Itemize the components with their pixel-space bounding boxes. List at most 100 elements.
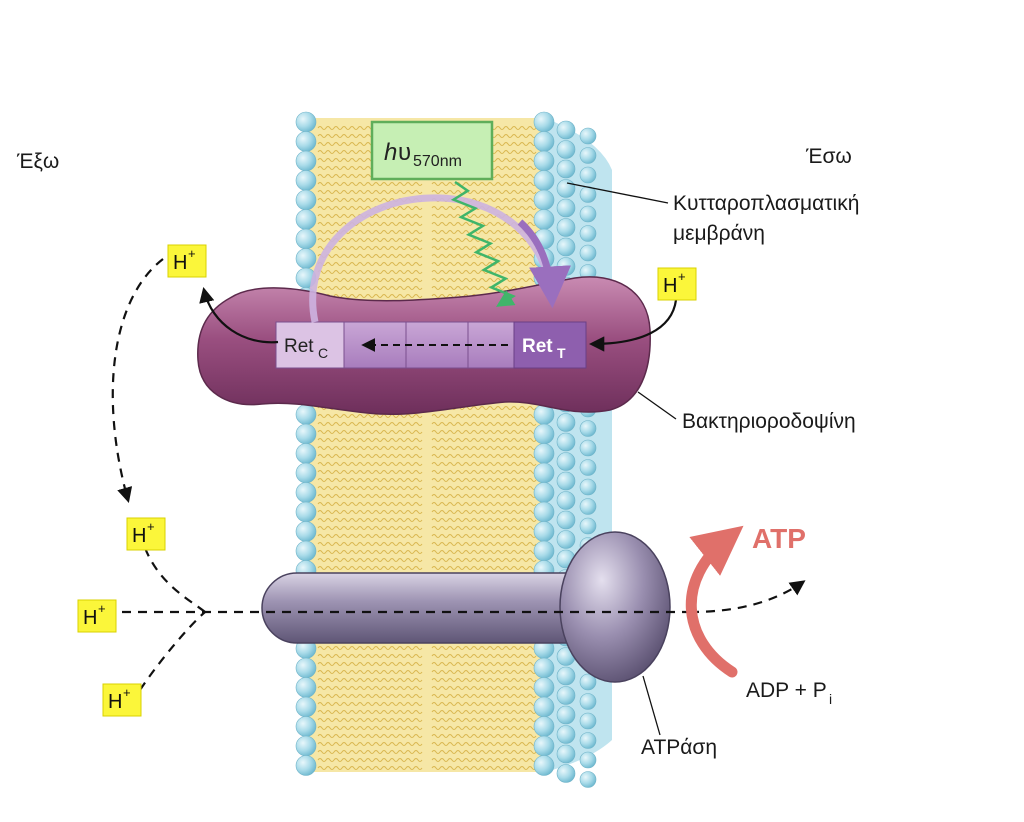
lipid-head bbox=[556, 452, 576, 471]
lipid-head bbox=[533, 677, 555, 698]
lipid-head bbox=[579, 712, 597, 730]
lipid-tail bbox=[317, 206, 423, 210]
proton-charge: + bbox=[147, 519, 155, 534]
lipid-tail bbox=[431, 558, 537, 562]
ret-t-label: Ret bbox=[522, 336, 553, 357]
lipid-tail bbox=[431, 766, 537, 770]
lipid-head bbox=[295, 111, 317, 133]
lipid-tail bbox=[317, 438, 423, 442]
lipid-tail bbox=[431, 214, 537, 218]
lipid-tail bbox=[317, 470, 423, 474]
lipid-head bbox=[556, 159, 576, 179]
proton-boxes: H+H+H+H+H+ bbox=[77, 244, 697, 717]
lipid-tail bbox=[431, 470, 537, 474]
lipid-tail bbox=[431, 502, 537, 506]
lipid-tail bbox=[317, 526, 423, 530]
lipid-tail bbox=[431, 670, 537, 674]
lipid-head bbox=[533, 755, 555, 776]
lipid-head bbox=[533, 716, 555, 737]
lipid-head bbox=[295, 657, 317, 679]
lipid-head bbox=[556, 530, 576, 549]
lipid-tail bbox=[431, 662, 537, 666]
lipid-tail bbox=[317, 262, 423, 266]
lipid-head bbox=[295, 462, 317, 484]
lipid-head bbox=[556, 666, 576, 686]
lipid-tail bbox=[431, 510, 537, 514]
lipid-tail bbox=[317, 246, 423, 250]
light-wavelength: 570nm bbox=[413, 153, 462, 170]
lipid-head bbox=[556, 140, 576, 159]
proton-path-upper bbox=[143, 547, 206, 613]
atpase-label: ΑΤΡάση bbox=[641, 736, 717, 759]
lipid-tail bbox=[431, 270, 537, 274]
lipid-tail bbox=[431, 454, 537, 458]
lipid-tail bbox=[317, 486, 423, 490]
light-box-frame bbox=[370, 120, 494, 181]
lipid-tail bbox=[317, 750, 423, 754]
lipid-head bbox=[556, 471, 576, 491]
lipid-head bbox=[579, 147, 597, 164]
lipid-tail bbox=[431, 702, 537, 706]
lipid-head bbox=[579, 439, 597, 457]
lipid-tail bbox=[431, 526, 537, 530]
lipid-head bbox=[295, 501, 317, 523]
proton-uptake-arrow bbox=[588, 299, 678, 352]
bacteriorhodopsin-label: Βακτηριοροδοψίνη bbox=[682, 410, 856, 433]
atpase-leader-line bbox=[642, 675, 661, 736]
lipid-head bbox=[579, 244, 597, 262]
lipid-tail bbox=[431, 518, 537, 522]
lipid-head bbox=[579, 225, 597, 242]
lipid-tail bbox=[431, 422, 537, 426]
lipid-tail bbox=[431, 278, 537, 282]
light-h: h bbox=[384, 139, 397, 166]
lipid-head bbox=[579, 673, 597, 691]
lipid-tail bbox=[431, 718, 537, 722]
retinal-segment-c bbox=[275, 321, 345, 369]
lipid-head bbox=[295, 228, 317, 250]
lipid-head bbox=[556, 432, 576, 452]
atpase-head bbox=[559, 531, 671, 683]
lipid-tail bbox=[431, 534, 537, 538]
adp-phosphate-subscript: i bbox=[829, 691, 832, 707]
lipid-tail bbox=[431, 654, 537, 658]
lipid-head bbox=[533, 170, 555, 191]
lipid-tail bbox=[317, 478, 423, 482]
lipid-tail bbox=[317, 710, 423, 714]
lipid-tail bbox=[431, 190, 537, 194]
lipid-tail bbox=[317, 662, 423, 666]
lipid-tail bbox=[317, 286, 423, 290]
lipid-tail bbox=[317, 654, 423, 658]
lipid-head bbox=[533, 150, 555, 172]
photon-wave bbox=[450, 180, 516, 307]
lipid-head bbox=[556, 725, 576, 744]
atp-synthesis-arrow bbox=[685, 525, 744, 678]
lipid-tail bbox=[431, 686, 537, 690]
lipid-head bbox=[579, 166, 597, 184]
lipid-head bbox=[533, 657, 555, 679]
lipid-tail bbox=[317, 182, 423, 186]
lipid-head bbox=[556, 705, 576, 725]
proton-symbol: H bbox=[663, 275, 677, 297]
proton-h-plus: H+ bbox=[102, 683, 142, 717]
lipid-tail bbox=[317, 566, 423, 570]
lipid-tail bbox=[431, 758, 537, 762]
lipid-tail bbox=[431, 742, 537, 746]
lipid-head bbox=[556, 491, 576, 510]
lipid-tail bbox=[431, 750, 537, 754]
lipid-head bbox=[579, 459, 597, 476]
lipid-tail bbox=[431, 646, 537, 650]
lipid-tail bbox=[431, 430, 537, 434]
outside-label: Έξω bbox=[16, 150, 59, 173]
lipid-head bbox=[556, 686, 576, 705]
lipid-tail bbox=[317, 726, 423, 730]
lipid-tail bbox=[317, 518, 423, 522]
lipid-head bbox=[533, 423, 555, 445]
lipid-head bbox=[533, 443, 555, 464]
lipid-tail bbox=[431, 494, 537, 498]
lipid-head bbox=[579, 732, 597, 749]
proton-h-plus: H+ bbox=[167, 244, 207, 278]
lipid-tail bbox=[317, 670, 423, 674]
lipid-head bbox=[579, 420, 597, 437]
proton-charge: + bbox=[98, 601, 106, 616]
lipid-tail bbox=[431, 566, 537, 570]
